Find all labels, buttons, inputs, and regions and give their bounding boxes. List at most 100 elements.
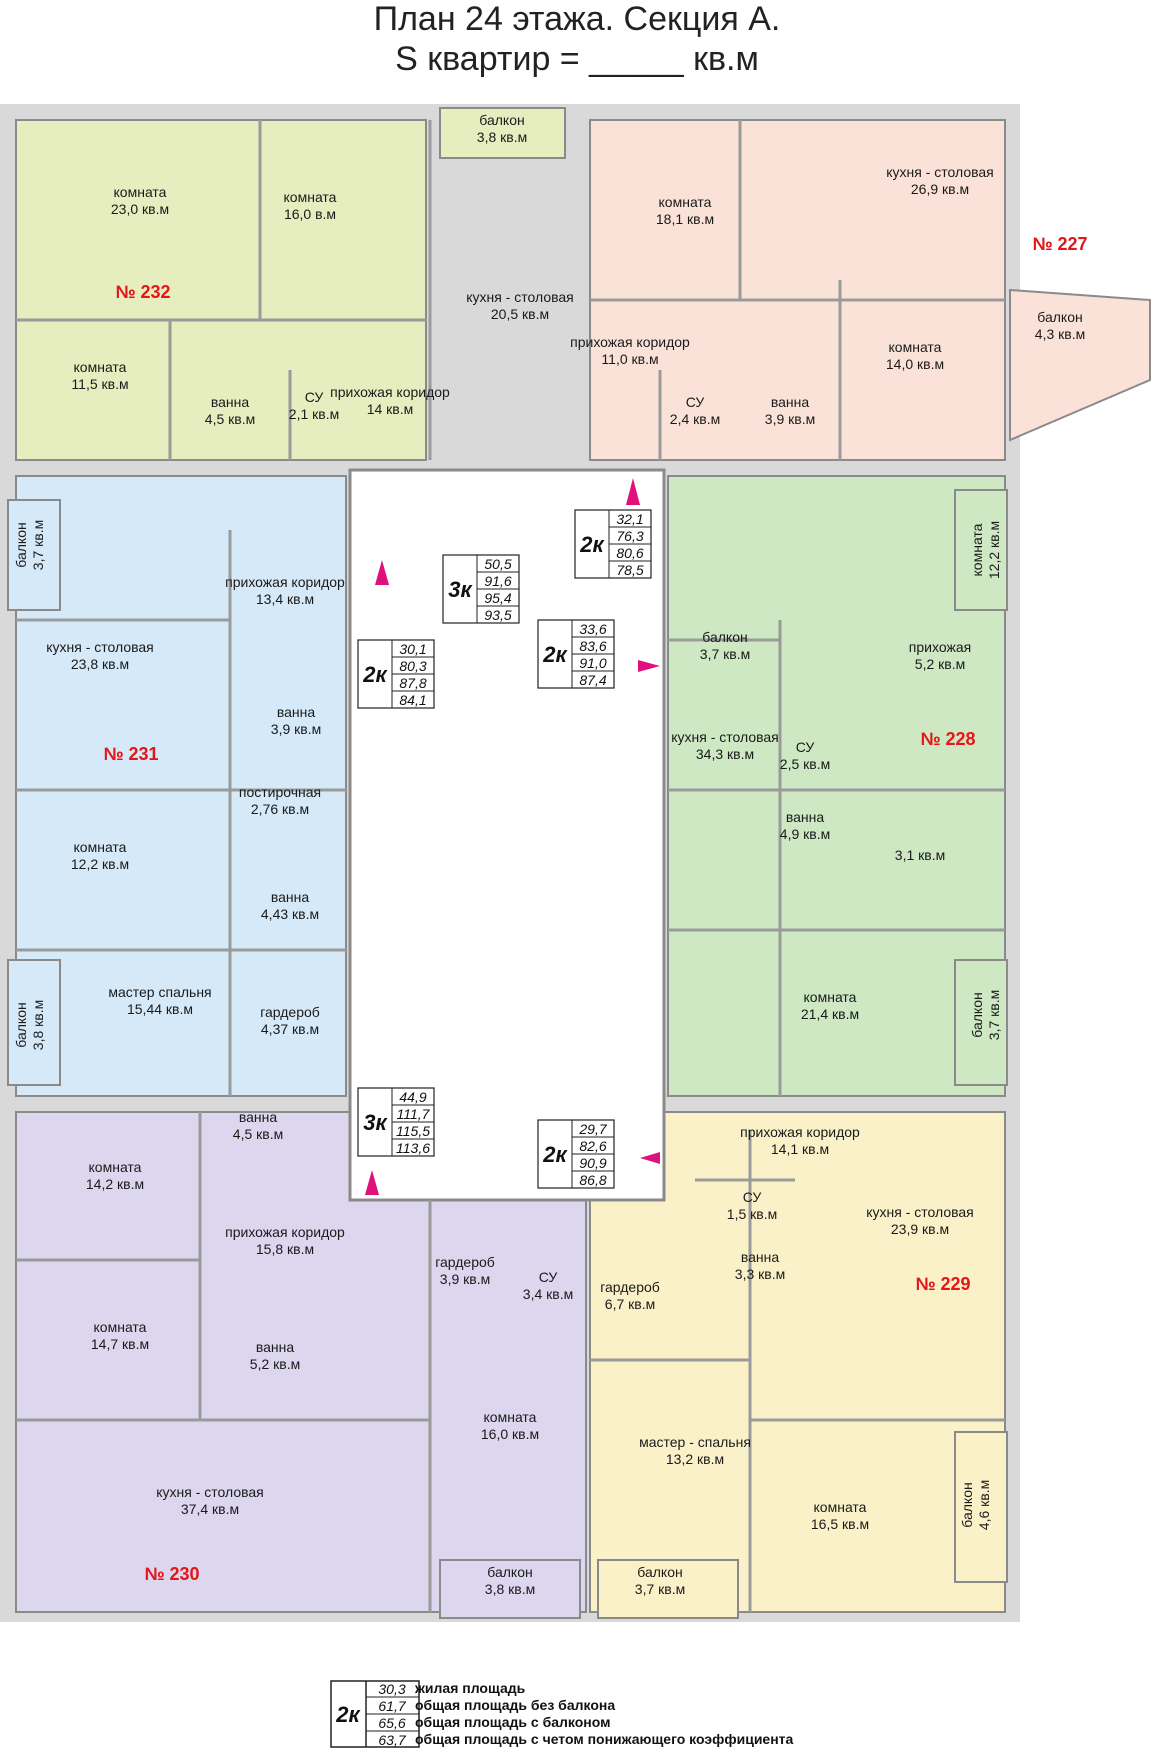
room-area: 4,5 кв.м [205, 411, 255, 427]
room-name: комната [74, 359, 127, 375]
apartment-228-zone[interactable] [667, 475, 1006, 1097]
room-area: 1,5 кв.м [727, 1206, 777, 1222]
room-area: 3,9 кв.м [271, 721, 321, 737]
room-name: СУ [796, 739, 815, 755]
room-area: 3,9 кв.м [440, 1271, 490, 1287]
summary-value: 84,1 [399, 692, 426, 708]
legend-value-3: 65,6 [378, 1715, 405, 1731]
room-area: 12,2 кв.м [71, 856, 129, 872]
room-name: комната [659, 194, 712, 210]
room-area: 16,0 кв.м [481, 1426, 539, 1442]
room-name: прихожая коридор [740, 1124, 860, 1140]
room-area: 3,8 кв.м [485, 1581, 535, 1597]
room-area: 3,8 кв.м [477, 129, 527, 145]
room-area: 14 кв.м [367, 401, 414, 417]
room-label-232-6: СУ2,1 кв.м [289, 389, 339, 422]
room-name: балкон [13, 1002, 29, 1047]
room-name: ванна [786, 809, 825, 825]
apartment-227-zone[interactable] [589, 119, 1006, 461]
summary-value: 50,5 [484, 556, 511, 572]
room-name: гардероб [435, 1254, 495, 1270]
room-name: комната [804, 989, 857, 1005]
room-name: ванна [239, 1109, 278, 1125]
room-area: 3,7 кв.м [986, 990, 1002, 1040]
summary-value: 87,8 [399, 675, 426, 691]
legend-value-4: 63,7 [378, 1732, 406, 1748]
room-area: 14,0 кв.м [886, 356, 944, 372]
room-name: кухня - столовая [466, 289, 574, 305]
room-area: 4,37 кв.м [261, 1021, 319, 1037]
room-name: СУ [539, 1269, 558, 1285]
plan-title: План 24 этажа. Секция А. [373, 0, 781, 38]
room-name: гардероб [600, 1279, 660, 1295]
room-name: балкон [13, 522, 29, 567]
room-name: балкон [479, 112, 524, 128]
room-name: СУ [686, 394, 705, 410]
room-area: 3,7 кв.м [30, 520, 46, 570]
balcony-231-top [7, 499, 61, 611]
room-name: балкон [969, 992, 985, 1037]
room-area: 5,2 кв.м [915, 656, 965, 672]
room-area: 3,7 кв.м [635, 1581, 685, 1597]
room-name: прихожая [909, 639, 971, 655]
room-label-230-7: СУ3,4 кв.м [523, 1269, 573, 1302]
summary-value: 32,1 [616, 511, 643, 527]
apartment-231-zone[interactable] [15, 475, 347, 1097]
room-label-229-1: СУ1,5 кв.м [727, 1189, 777, 1222]
apartment-number-227: № 227 [1032, 234, 1087, 254]
room-area: 37,4 кв.м [181, 1501, 239, 1517]
room-area: 11,5 кв.м [71, 376, 128, 392]
room-area: 11,0 кв.м [601, 351, 658, 367]
room-name: балкон [1037, 309, 1082, 325]
room-area: 3,7 кв.м [700, 646, 750, 662]
room-area: 18,1 кв.м [656, 211, 714, 227]
summary-type: 2к [362, 662, 388, 687]
room-area: 3,9 кв.м [765, 411, 815, 427]
balcony-231-bottom [7, 959, 61, 1086]
summary-type: 3к [363, 1110, 388, 1135]
room-area: 13,2 кв.м [666, 1451, 724, 1467]
apartment-number-228: № 228 [920, 729, 975, 749]
room-area: 4,5 кв.м [233, 1126, 283, 1142]
summary-type: 3к [448, 577, 473, 602]
room-partitions [16, 120, 1005, 1612]
room-area: 4,9 кв.м [780, 826, 830, 842]
room-name: комната [814, 1499, 867, 1515]
room-label-227-4: СУ2,4 кв.м [670, 394, 720, 427]
summary-value: 95,4 [484, 590, 511, 606]
apartment-232-zone[interactable] [15, 119, 427, 461]
room-name: ванна [256, 1339, 295, 1355]
balcony-228-bottom [954, 959, 1008, 1086]
room-name: балкон [959, 1482, 975, 1527]
room-area: 15,44 кв.м [127, 1001, 193, 1017]
room-area: 3,1 кв.м [895, 847, 945, 863]
balcony-227 [1009, 288, 1151, 442]
room-name: ванна [271, 889, 310, 905]
legend-label-2: общая площадь без балкона [415, 1697, 616, 1713]
summary-value: 115,5 [396, 1123, 430, 1139]
